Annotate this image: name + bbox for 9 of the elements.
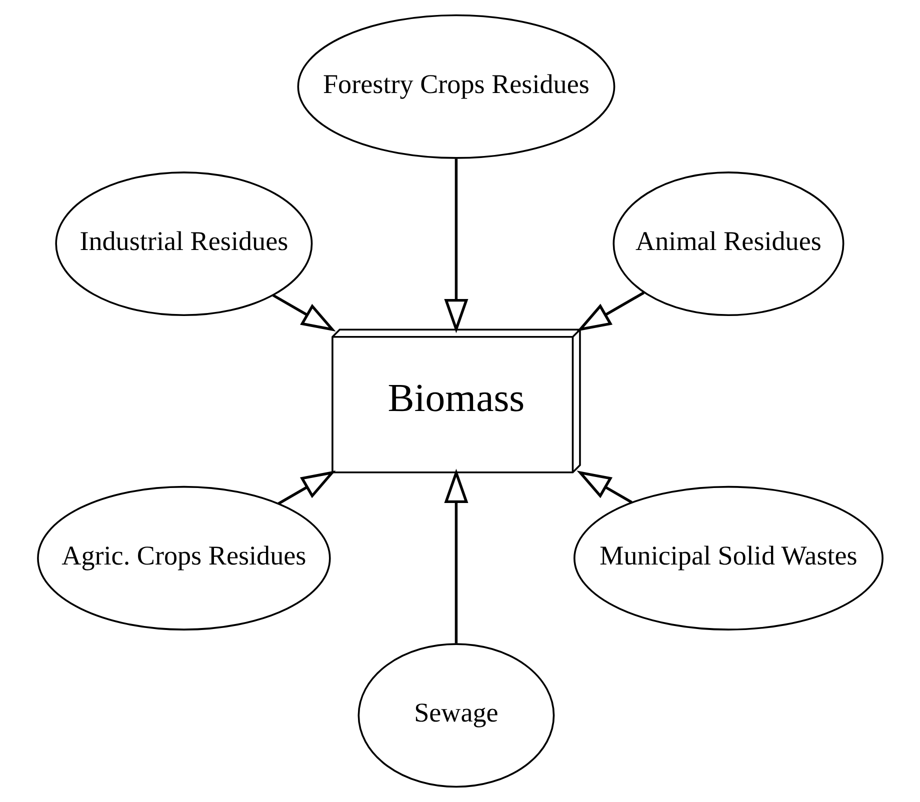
- arrow: [272, 294, 336, 332]
- arrow: [444, 158, 468, 334]
- arrow: [576, 470, 632, 504]
- arrow: [444, 468, 468, 644]
- node-ellipse: Forestry Crops Residues: [296, 14, 615, 159]
- arrow: [277, 470, 336, 505]
- node-ellipse: Animal Residues: [612, 172, 844, 316]
- node-ellipse: Sewage: [357, 643, 554, 788]
- arrow: [576, 292, 644, 332]
